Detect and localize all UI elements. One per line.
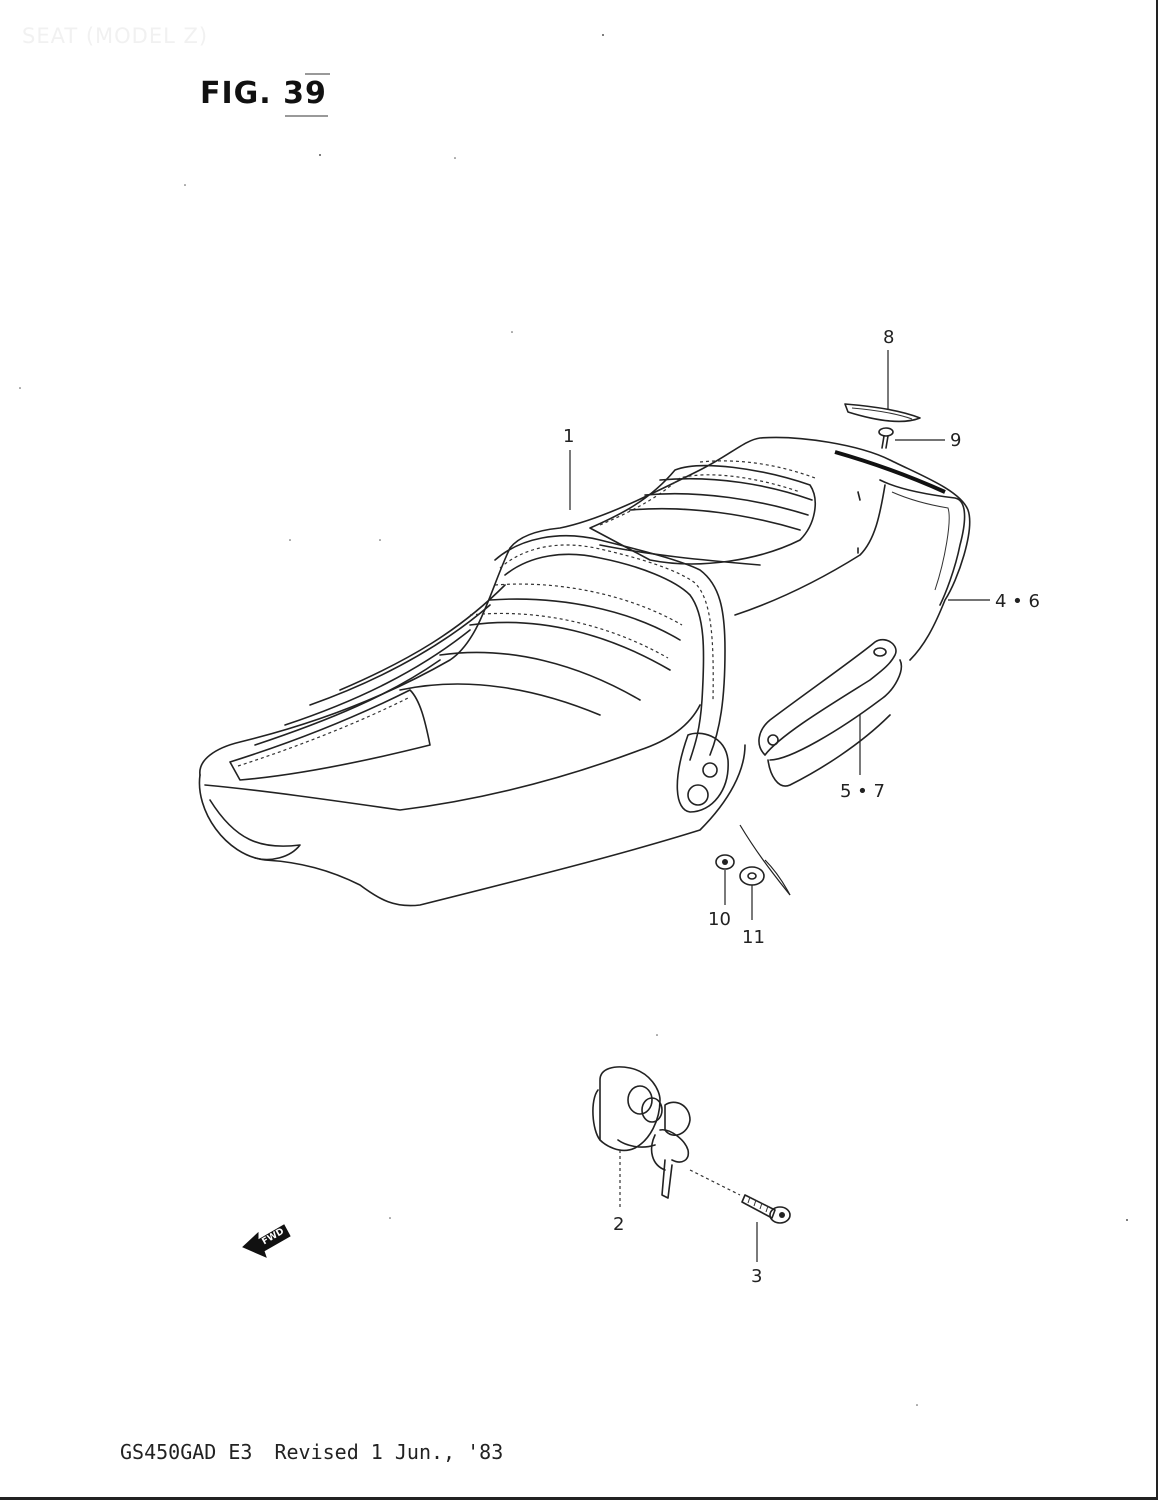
grab-strap-stitching	[499, 544, 714, 701]
seat-washer-part-11	[739, 866, 765, 886]
seat-trim-strip	[834, 450, 946, 494]
guide-line	[739, 824, 791, 896]
callout-2: 2	[613, 1214, 624, 1235]
seat-side-edge	[204, 704, 701, 811]
seat-rear-hump-side	[734, 484, 886, 616]
page-border-bottom	[0, 1497, 1158, 1500]
seat-lock-part-2	[592, 1066, 691, 1199]
seat-base-underside	[209, 799, 301, 861]
callout-8: 8	[883, 327, 894, 348]
rear-seat-pleats	[589, 460, 816, 566]
figure-title: FIG. 39	[200, 76, 327, 111]
seat-nut-part-10	[715, 854, 735, 870]
seat-top-outline	[199, 436, 971, 776]
guide-line	[689, 1169, 741, 1196]
seat-base-outline	[198, 744, 746, 907]
grab-strap-inner	[504, 553, 705, 761]
lock-screw-part-3	[741, 1194, 791, 1224]
grab-strap	[494, 534, 726, 756]
callout-3: 3	[751, 1266, 762, 1287]
callout-11: 11	[742, 927, 765, 948]
seat-screw-part-9	[878, 427, 894, 449]
fwd-arrow-icon	[242, 1224, 291, 1258]
footer: GS450GAD E3 Revised 1 Jun., '83	[120, 1440, 525, 1464]
section-header: SEAT (MODEL Z)	[22, 24, 209, 48]
page-border-right	[1156, 0, 1158, 1500]
seat-emblem-part-8	[844, 403, 921, 423]
callout-1: 1	[563, 426, 574, 447]
guide-line	[764, 859, 791, 896]
callout-4-6: 4 • 6	[995, 591, 1040, 612]
seat-rear-hump-edge	[879, 479, 966, 606]
seat-rear-inner-line	[891, 491, 950, 591]
front-seat-pleats	[229, 583, 683, 781]
rear-seat-bracket	[758, 638, 902, 787]
callout-10: 10	[708, 909, 731, 930]
bracket-hole-upper	[702, 762, 718, 778]
callout-9: 9	[950, 430, 961, 451]
revision-date: Revised 1 Jun., '83	[274, 1440, 504, 1464]
strap-bracket	[676, 732, 729, 813]
callout-5-7: 5 • 7	[840, 781, 885, 802]
seat-assembly	[198, 436, 971, 907]
scan-specks	[19, 34, 1128, 1406]
model-code: GS450GAD E3	[120, 1440, 253, 1464]
bracket-hole-lower	[687, 784, 709, 806]
